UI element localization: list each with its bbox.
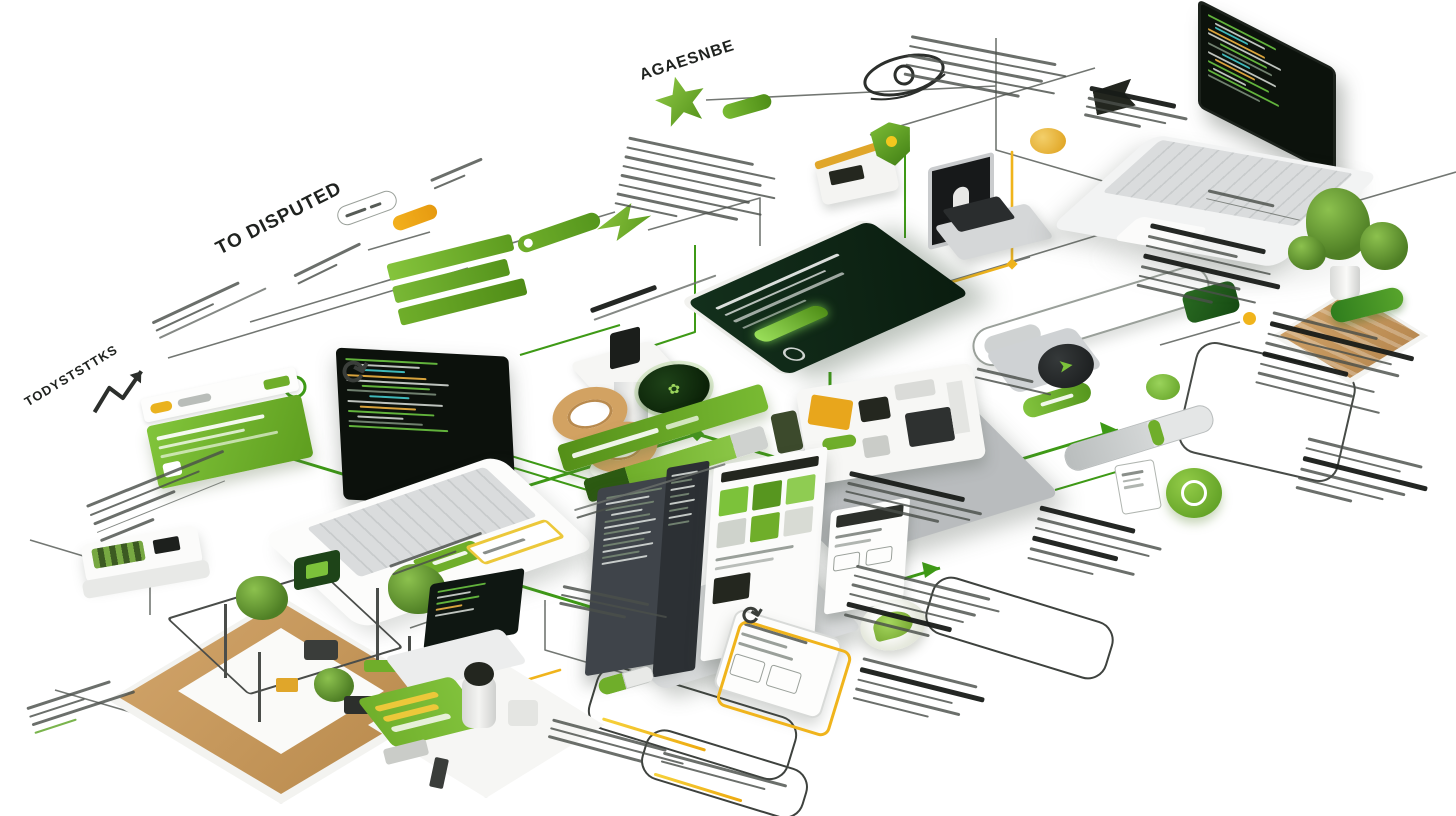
decor-shape bbox=[258, 652, 261, 722]
decor-shape bbox=[369, 201, 382, 209]
circle-icon bbox=[778, 344, 810, 364]
decor-shape bbox=[368, 395, 410, 400]
decor-shape bbox=[1121, 469, 1144, 477]
decor-shape bbox=[522, 237, 534, 249]
decor-shape bbox=[834, 538, 872, 548]
decor-shape bbox=[1040, 393, 1074, 407]
decor-shape bbox=[715, 544, 794, 562]
green-circle-badge bbox=[1166, 468, 1222, 518]
robot-arm bbox=[807, 394, 854, 431]
decor-shape bbox=[668, 512, 692, 519]
decor-shape bbox=[751, 479, 783, 511]
decor-shape bbox=[995, 38, 1121, 187]
yellow-node-dot bbox=[1243, 312, 1256, 325]
decor-shape bbox=[129, 371, 142, 384]
plant-pot bbox=[1330, 266, 1360, 300]
decor-shape bbox=[376, 588, 379, 662]
decor-shape bbox=[367, 231, 431, 251]
decor-shape bbox=[863, 53, 945, 97]
decor-shape bbox=[669, 498, 695, 506]
decor-shape bbox=[783, 505, 814, 537]
zigzag-arrow-icon bbox=[92, 370, 143, 414]
decor-shape bbox=[865, 545, 893, 567]
robot-head bbox=[464, 662, 494, 686]
plant bbox=[236, 576, 288, 620]
decor-shape bbox=[904, 406, 956, 448]
green-chip bbox=[262, 375, 291, 391]
decor-shape bbox=[304, 640, 338, 660]
decor-shape bbox=[835, 527, 883, 539]
decor-shape bbox=[712, 572, 751, 605]
decor-shape bbox=[749, 511, 780, 543]
decor-shape bbox=[360, 405, 416, 411]
decor-shape bbox=[665, 414, 700, 430]
decor-shape bbox=[922, 562, 940, 578]
decor-shape: ➤ bbox=[1058, 357, 1074, 376]
decor-shape bbox=[437, 582, 486, 593]
decor-shape bbox=[1122, 476, 1141, 483]
gold-coin-icon bbox=[1030, 128, 1066, 154]
decor-shape bbox=[647, 197, 761, 246]
document-icon bbox=[1113, 458, 1163, 516]
green-node-blob bbox=[1146, 374, 1180, 400]
decor-shape bbox=[668, 506, 688, 513]
plant bbox=[1360, 222, 1408, 270]
decor-shape bbox=[718, 485, 749, 517]
decor-shape bbox=[893, 378, 936, 401]
decor-shape bbox=[224, 604, 227, 678]
decor-shape bbox=[276, 678, 298, 692]
decor-shape bbox=[667, 520, 690, 526]
decor-shape bbox=[1181, 480, 1207, 506]
decor-shape bbox=[869, 67, 1096, 136]
decor-shape bbox=[893, 64, 915, 86]
plant bbox=[1288, 236, 1326, 270]
decor-shape bbox=[639, 245, 696, 351]
decor-shape bbox=[481, 537, 526, 555]
decor-shape bbox=[508, 700, 538, 726]
decor-shape bbox=[1159, 321, 1241, 346]
decor-shape bbox=[861, 434, 891, 459]
decor-shape bbox=[519, 324, 621, 356]
decor-shape bbox=[669, 492, 690, 499]
kiosk-screen bbox=[610, 326, 640, 370]
decor-shape bbox=[1262, 350, 1349, 377]
decor-shape bbox=[1009, 232, 1106, 263]
decor-shape bbox=[306, 560, 328, 580]
shield-dot bbox=[886, 136, 897, 147]
grey-chip bbox=[177, 392, 212, 408]
decor-shape bbox=[92, 370, 143, 414]
leaf-icon: ✿ bbox=[666, 380, 682, 399]
decor-shape bbox=[857, 396, 892, 423]
decor-shape bbox=[357, 415, 404, 420]
decor-shape bbox=[1123, 482, 1144, 489]
decor-shape bbox=[716, 517, 747, 549]
decor-shape bbox=[344, 206, 367, 218]
decor-shape bbox=[785, 473, 816, 505]
decor-shape bbox=[348, 425, 448, 433]
